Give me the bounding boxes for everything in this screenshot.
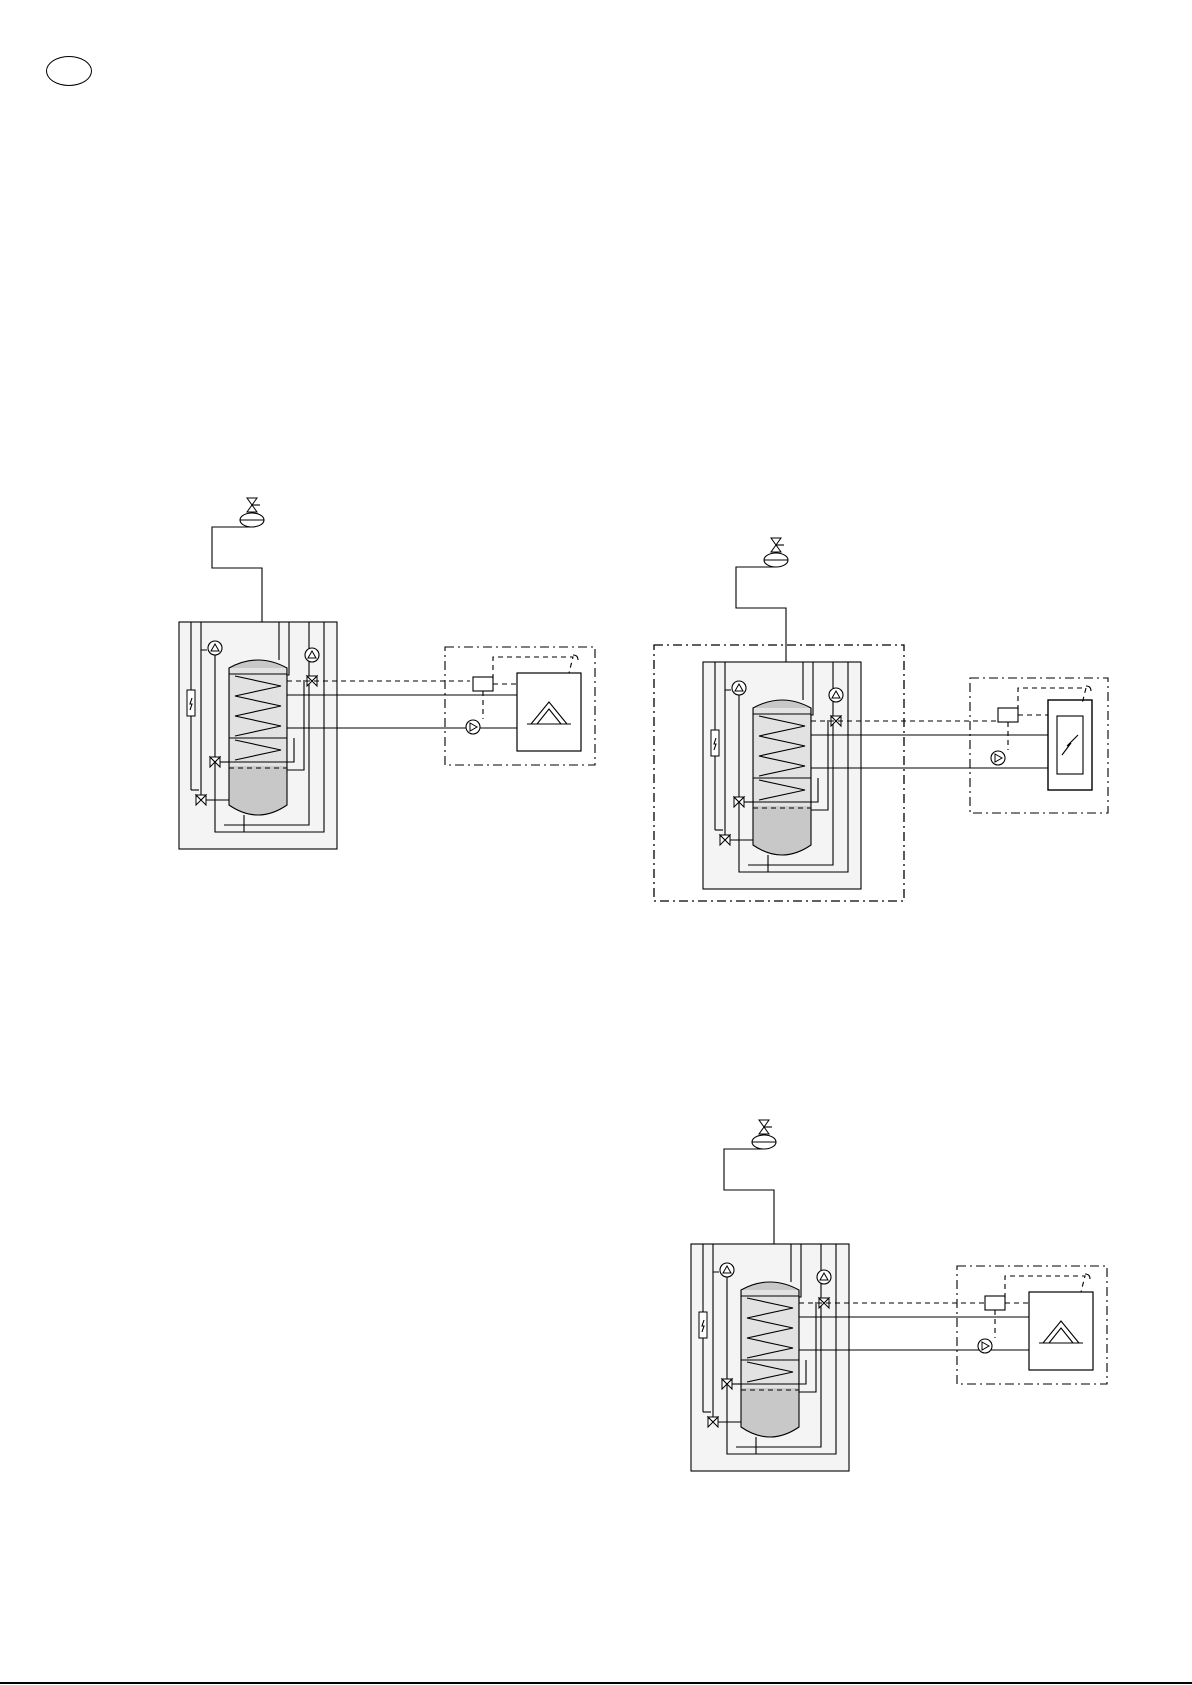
heat-pump-unit [517,673,581,751]
safety-valve-icon [759,1127,769,1134]
cold-water-line [724,1149,774,1250]
immersion-heater-icon [187,690,195,716]
sensor-icon [1085,1274,1090,1279]
cold-water-line [736,567,786,668]
cold-water-line [212,527,262,628]
safety-valve-icon [771,538,781,545]
sensor-icon [1086,686,1091,691]
safety-valve-icon [247,498,257,505]
immersion-heater-icon [699,1312,707,1338]
hydraulic-scheme-1 [175,500,605,860]
sensor-icon [573,655,578,660]
hydraulic-scheme-2 [650,550,1110,910]
controller-box-icon [985,1296,1005,1310]
page-marker-ellipse [46,56,92,86]
controller-box-icon [473,677,493,691]
heat-pump-unit [1029,1292,1093,1370]
safety-valve-icon [771,545,781,552]
controller-box-icon [998,708,1018,722]
safety-valve-icon [759,1120,769,1127]
bottom-rule [0,1682,1192,1684]
hydraulic-scheme-3 [690,1122,1120,1482]
immersion-heater-icon [711,730,719,756]
safety-valve-icon [247,505,257,512]
